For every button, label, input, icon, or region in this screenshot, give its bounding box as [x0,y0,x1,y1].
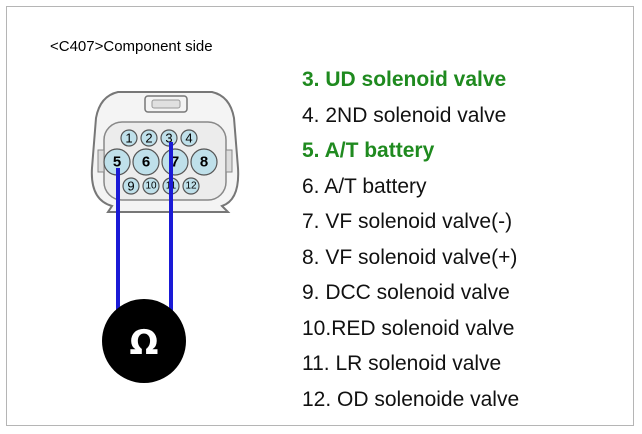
svg-text:12: 12 [185,181,197,192]
pin-7: 7 [161,148,189,176]
svg-text:1: 1 [125,131,132,146]
pin-8: 8 [190,148,218,176]
svg-text:8: 8 [200,154,208,171]
legend-item-pin-3: 3. UD solenoid valve [302,68,507,91]
legend-item-pin-6: 6. A/T battery [302,174,427,198]
ohmmeter-icon: Ω [102,299,186,383]
legend-item-pin-5: 5. A/T battery [302,139,435,162]
legend-item-pin-9: 9. DCC solenoid valve [302,281,510,304]
connector-title: <C407>Component side [50,38,213,55]
pin-legend: 3. UD solenoid valve 4. 2ND solenoid val… [302,62,519,417]
legend-item-pin-8: 8. VF solenoid valve(+) [302,245,518,269]
svg-text:7: 7 [171,154,179,171]
legend-item-pin-10: 10.RED solenoid valve [302,316,515,340]
pin-12: 12 [182,177,200,195]
legend-item-pin-11: 11. LR solenoid valve [302,352,502,375]
svg-text:10: 10 [145,181,157,192]
pin-6: 6 [132,148,160,176]
svg-text:3: 3 [165,131,172,146]
pin-9: 9 [122,177,140,195]
svg-text:5: 5 [113,154,121,171]
pin-4: 4 [180,129,198,147]
pin-5: 5 [103,148,131,176]
pin-2: 2 [140,129,158,147]
svg-text:2: 2 [145,131,152,146]
legend-item-pin-7: 7. VF solenoid valve(-) [302,210,513,233]
pin-10: 10 [142,177,160,195]
svg-text:6: 6 [142,154,150,171]
svg-text:4: 4 [185,131,192,146]
diagram-frame [6,6,634,426]
svg-text:Ω: Ω [130,323,159,363]
pin-1: 1 [120,129,138,147]
legend-item-pin-12: 12. OD solenoide valve [302,387,520,411]
legend-item-pin-4: 4. 2ND solenoid valve [302,103,507,127]
svg-text:9: 9 [127,179,134,194]
